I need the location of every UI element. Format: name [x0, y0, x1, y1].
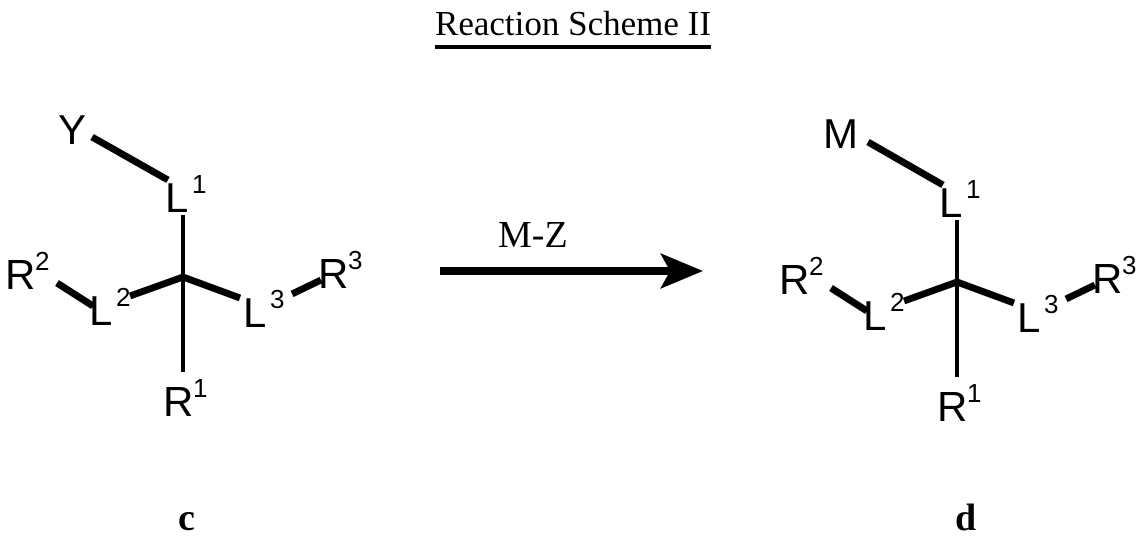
bond-y-to-l1	[90, 133, 170, 184]
product-r3-superscript: 3	[1122, 250, 1136, 280]
bond-l3-to-r3	[290, 276, 323, 298]
bond-center-to-l2	[128, 273, 185, 300]
reactant-r3-superscript: 3	[348, 245, 362, 275]
reactant-linker1-superscript: 1	[192, 169, 206, 199]
product-top-substituent-label: M	[823, 110, 858, 157]
product-structure: M L 1 R 2 L 2 L 3	[779, 110, 1136, 539]
product-linker1-superscript: 1	[966, 174, 980, 204]
reactant-linker3-label: L	[243, 289, 266, 336]
bond-center-to-l3-product	[955, 278, 1016, 307]
product-r2-label: R	[779, 256, 809, 303]
product-linker2-label: L	[863, 292, 886, 339]
reagent-label: M-Z	[498, 214, 568, 256]
bond-r2-to-l2	[55, 280, 95, 309]
page-title: Reaction Scheme II	[0, 4, 1146, 49]
bond-m-to-l1	[866, 138, 945, 189]
product-r2-superscript: 2	[809, 251, 823, 281]
product-r3-label: R	[1092, 255, 1122, 302]
reactant-compound-label: c	[178, 497, 195, 539]
bond-l3-to-r3-product	[1064, 281, 1097, 303]
reactant-r3-label: R	[318, 250, 348, 297]
right-arrow-icon	[660, 253, 703, 289]
product-linker1-label: L	[939, 179, 962, 226]
page-title-text: Reaction Scheme II	[434, 4, 711, 49]
bond-center-to-l3	[181, 273, 242, 302]
reactant-linker3-superscript: 3	[270, 284, 284, 314]
reactant-r1-label: R	[163, 378, 193, 425]
reactant-structure: Y L 1 R 2 L 2 L 3	[5, 106, 362, 539]
reactant-r1-superscript: 1	[193, 373, 207, 403]
bond-r2-to-l2-product	[829, 285, 869, 314]
reactant-linker1-label: L	[165, 174, 188, 221]
reactant-linker2-superscript: 2	[116, 282, 130, 312]
product-r1-superscript: 1	[967, 378, 981, 408]
reaction-arrow-group: M-Z	[440, 214, 703, 289]
bond-center-to-l2-product	[902, 278, 959, 305]
product-compound-label: d	[955, 497, 976, 539]
product-r1-label: R	[937, 383, 967, 430]
product-linker3-label: L	[1017, 294, 1040, 341]
reactant-r2-label: R	[5, 251, 35, 298]
product-linker3-superscript: 3	[1044, 289, 1058, 319]
reactant-top-substituent-label: Y	[58, 106, 86, 153]
reactant-linker2-label: L	[89, 287, 112, 334]
product-linker2-superscript: 2	[890, 287, 904, 317]
reactant-r2-superscript: 2	[35, 246, 49, 276]
